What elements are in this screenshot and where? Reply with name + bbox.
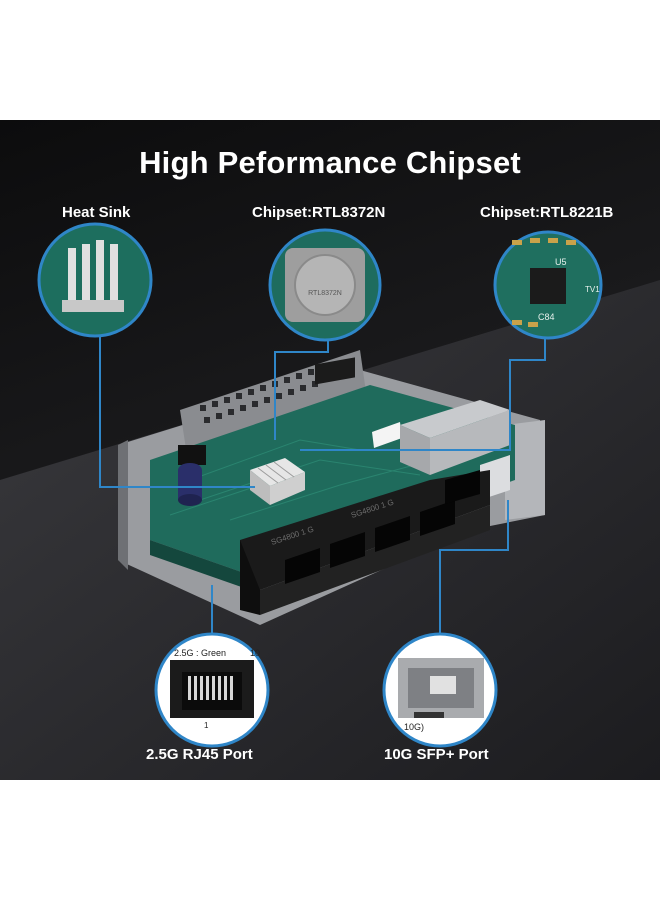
- rj45-port-label: 2.5G RJ45 Port: [146, 746, 253, 763]
- pcb-board: [150, 357, 515, 590]
- chipset-phy-zoom: U5 C84 TV1: [493, 230, 603, 340]
- chip-text: RTL8372N: [308, 290, 342, 297]
- sfp-led-text: 10G): [404, 722, 424, 732]
- sfp-port-label: 10G SFP+ Port: [384, 746, 489, 763]
- page-title: High Peformance Chipset: [139, 145, 521, 180]
- callout-lines: [99, 330, 546, 650]
- heat-sink-zoom: [37, 222, 153, 338]
- rj45-index: 1: [204, 721, 209, 730]
- c84-mark: C84: [538, 312, 555, 322]
- tv1-mark: TV1: [585, 285, 600, 294]
- product-panel: High Peformance Chipset Heat Sink Chipse…: [0, 120, 660, 780]
- rj45-led-extra: 10: [250, 648, 260, 658]
- chipset-phy-label: Chipset:RTL8221B: [480, 204, 614, 221]
- sfp-zoom: 10G): [382, 632, 498, 748]
- rj45-jack-block: SG4800 1 G SG4800 1 G: [240, 470, 490, 615]
- chipset-main-zoom: RTL8372N: [268, 228, 382, 342]
- heat-sink-label: Heat Sink: [62, 204, 131, 221]
- board-heat-sink: [250, 458, 305, 505]
- u5-mark: U5: [555, 257, 567, 267]
- rj45-zoom: 2.5G : Green 10 1: [154, 632, 270, 748]
- chipset-main-label: Chipset:RTL8372N: [252, 204, 386, 221]
- rj45-led-text: 2.5G : Green: [174, 648, 226, 658]
- product-scene: SG4800 1 G SG4800 1 G RTL8372N: [37, 222, 603, 748]
